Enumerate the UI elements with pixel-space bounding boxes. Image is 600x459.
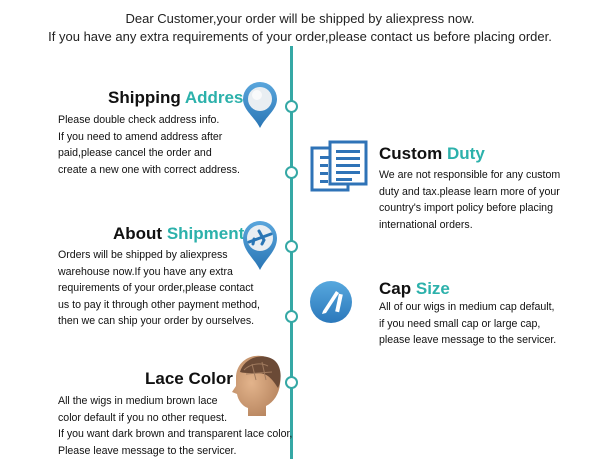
cap-size-line: All of our wigs in medium cap default,	[379, 301, 555, 313]
custom-duty-title-accent: Duty	[447, 144, 485, 163]
lace-color-line: Please leave message to the servicer.	[58, 444, 237, 457]
shipping-address-line: Please double check address info.	[58, 114, 220, 126]
lace-color-title: Lace Color	[145, 369, 233, 389]
custom-duty-line: We are not responsible for any custom	[379, 169, 561, 181]
timeline-node-custom-duty	[285, 166, 298, 179]
about-shipment-title: About Shipment	[113, 224, 244, 244]
about-shipment-title-accent: Shipment	[166, 224, 245, 243]
shipping-address-line: create a new one with correct address.	[58, 163, 240, 176]
cap-size-line: if you need small cap or large cap,	[379, 317, 541, 330]
about-shipment-body: Orders will be shipped by aliexpress war…	[58, 247, 260, 330]
timeline-node-shipping-address	[285, 100, 298, 113]
mannequin-head-icon	[232, 355, 281, 416]
custom-duty-line: international orders.	[379, 218, 473, 231]
lace-color-line: All the wigs in medium brown lace	[58, 395, 218, 407]
shipping-address-line: If you need to amend address after	[58, 130, 223, 143]
shipping-address-title-accent: Address	[184, 88, 253, 107]
about-shipment-line: warehouse now.If you have any extra	[58, 265, 233, 278]
shipping-address-body: Please double check address info. If you…	[58, 112, 240, 178]
about-shipment-title-main: About	[113, 224, 163, 243]
header-line-1: Dear Customer,your order will be shipped…	[125, 11, 475, 26]
custom-duty-title: Custom Duty	[379, 144, 485, 164]
timeline-node-lace-color	[285, 376, 298, 389]
shipping-address-line: paid,please cancel the order and	[58, 147, 212, 159]
cap-size-title-main: Cap	[379, 279, 412, 298]
lace-color-line: If you want dark brown and transparent l…	[58, 428, 293, 440]
timeline-node-cap-size	[285, 310, 298, 323]
shipping-address-title-main: Shipping	[108, 88, 181, 107]
cap-size-line: please leave message to the servicer.	[379, 334, 557, 346]
header: Dear Customer,your order will be shipped…	[0, 10, 600, 46]
lace-color-body: All the wigs in medium brown lace color …	[58, 393, 292, 459]
custom-duty-line: duty and tax.please learn more of your	[379, 185, 560, 198]
about-shipment-line: Orders will be shipped by aliexpress	[58, 249, 228, 261]
cap-size-body: All of our wigs in medium cap default, i…	[379, 299, 556, 349]
about-shipment-line: then we can ship your order by ourselves…	[58, 315, 255, 327]
location-pin-icon	[243, 82, 277, 128]
pencil-ruler-icon	[310, 281, 352, 323]
cap-size-title: Cap Size	[379, 279, 450, 299]
lace-color-line: color default if you no other request.	[58, 411, 228, 424]
custom-duty-line: country's import policy before placing	[379, 202, 553, 214]
lace-color-title-main: Lace Color	[145, 369, 233, 388]
custom-duty-title-main: Custom	[379, 144, 443, 163]
airplane-pin-icon	[243, 221, 277, 270]
shipping-address-title: Shipping Address	[108, 88, 253, 108]
documents-icon	[310, 140, 368, 192]
timeline-node-about-shipment	[285, 240, 298, 253]
about-shipment-line: us to pay it through other payment metho…	[58, 298, 260, 311]
about-shipment-line: requirements of your order,please contac…	[58, 282, 254, 294]
header-line-2: If you have any extra requirements of yo…	[48, 29, 552, 44]
cap-size-title-accent: Size	[415, 279, 450, 298]
custom-duty-body: We are not responsible for any custom du…	[379, 167, 560, 233]
